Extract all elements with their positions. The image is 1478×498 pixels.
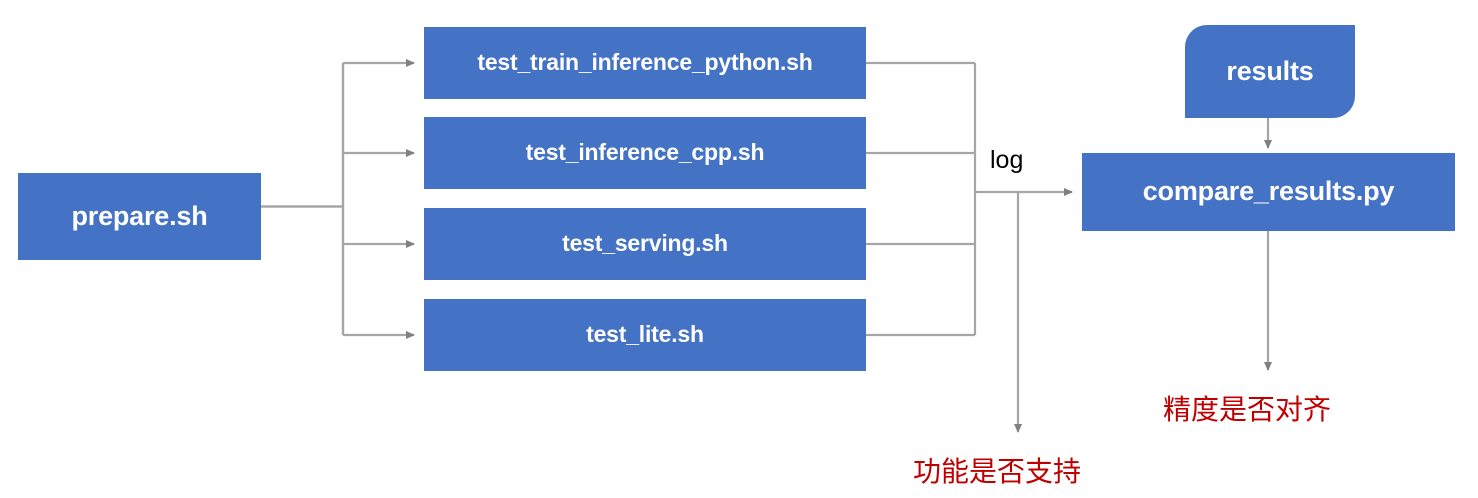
node-test-lite-sh[interactable]: test_lite.sh: [424, 299, 866, 371]
node-test-serving-sh-label: test_serving.sh: [562, 230, 728, 257]
note-precision-aligned: 精度是否对齐: [1163, 393, 1332, 426]
edge-label-log: log: [990, 146, 1024, 174]
note-function-supported: 功能是否支持: [913, 455, 1082, 488]
node-results-label: results: [1226, 55, 1314, 86]
node-compare-results-py-label: compare_results.py: [1142, 176, 1395, 207]
node-compare-results-py[interactable]: compare_results.py: [1082, 153, 1455, 231]
node-prepare-sh-label: prepare.sh: [71, 200, 208, 231]
node-test-inference-cpp-sh-label: test_inference_cpp.sh: [525, 139, 765, 166]
node-results[interactable]: results: [1185, 25, 1355, 118]
edge-prepare-to-trunk: [261, 63, 345, 335]
edge-scripts-to-merge: [866, 61, 977, 337]
node-test-train-inference-python-sh[interactable]: test_train_inference_python.sh: [424, 27, 866, 99]
node-test-serving-sh[interactable]: test_serving.sh: [424, 208, 866, 280]
node-test-lite-sh-label: test_lite.sh: [586, 321, 704, 348]
node-prepare-sh[interactable]: prepare.sh: [18, 173, 261, 260]
node-test-inference-cpp-sh[interactable]: test_inference_cpp.sh: [424, 117, 866, 189]
node-test-train-inference-python-sh-label: test_train_inference_python.sh: [477, 49, 813, 76]
